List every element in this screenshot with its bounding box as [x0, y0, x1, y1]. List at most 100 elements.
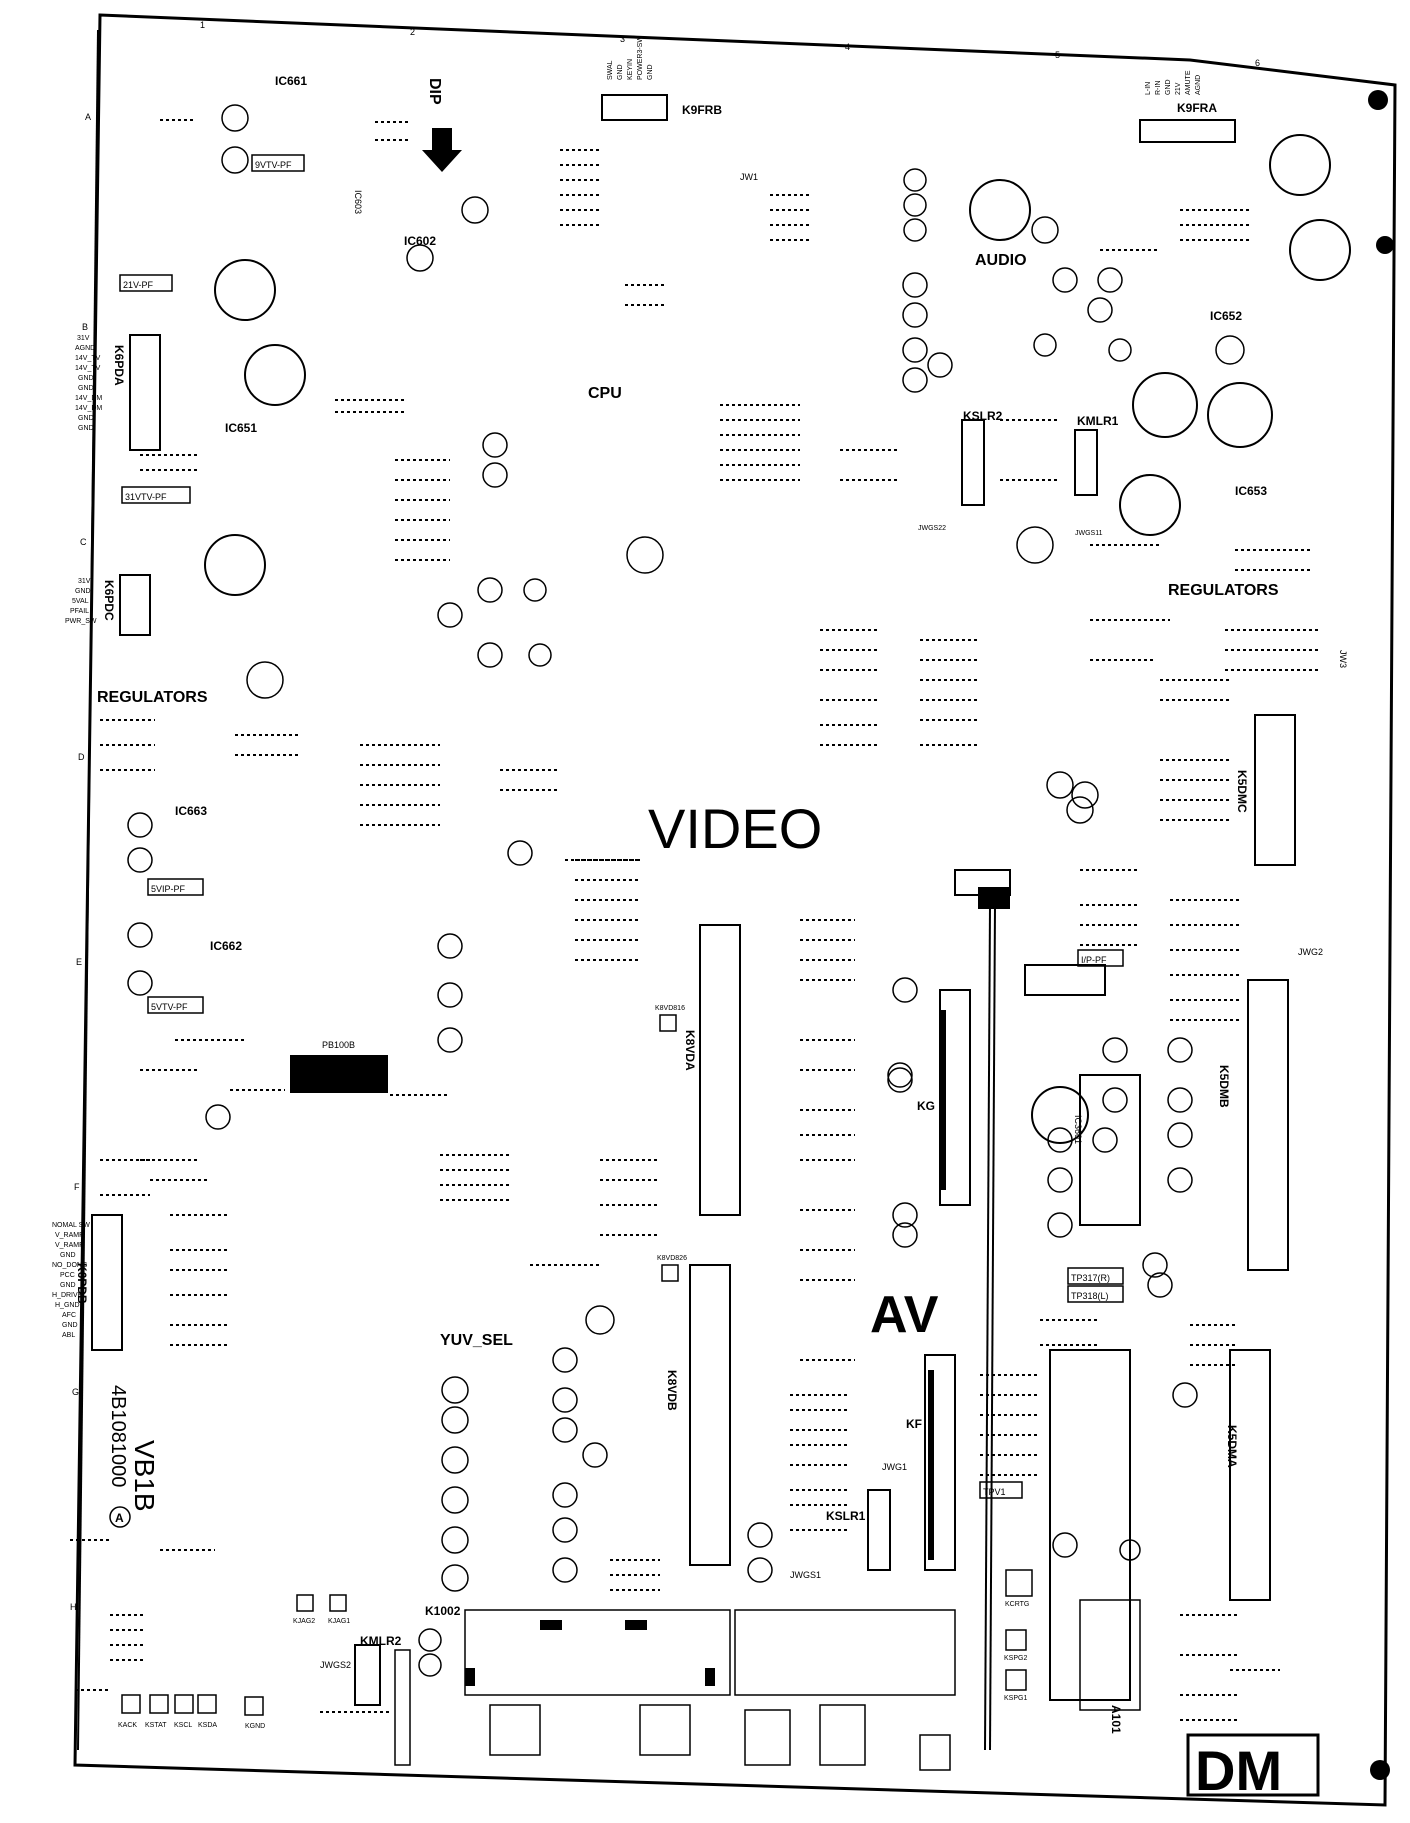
large-capacitors	[204, 134, 1351, 1144]
tp-kscl: KSCL	[174, 1722, 192, 1729]
ic-block-center	[978, 887, 1010, 909]
col-marker-4: 4	[845, 42, 850, 52]
pin-label: 14V_DM	[75, 395, 102, 402]
pin-label: GND	[78, 415, 94, 422]
col-marker-6: 6	[1255, 58, 1260, 68]
region-regulators-right: REGULATORS	[1168, 582, 1279, 599]
tp-kjag2: KJAG2	[293, 1618, 315, 1625]
jumper-jwg1: JWG1	[882, 1462, 907, 1472]
flag-tpv1: TPV1	[983, 1487, 1006, 1497]
conn-a101: A101	[1109, 1705, 1123, 1734]
pin-label: GND	[60, 1252, 76, 1259]
jumper-jw3: JW3	[1338, 650, 1348, 668]
pin-label: SWAL	[607, 60, 614, 80]
pin-label: H_DRIVE	[52, 1292, 83, 1299]
conn-kmlr2: KMLR2	[360, 1634, 402, 1648]
pin-label: AFC	[62, 1312, 76, 1319]
board-outline	[73, 13, 1397, 1807]
tp-kjag1: KJAG1	[328, 1618, 350, 1625]
pin-label: AGND	[75, 345, 95, 352]
flag-21v-pf: 21V-PF	[123, 280, 154, 290]
conn-kmlr1: KMLR1	[1077, 414, 1119, 428]
board-outline-inner	[77, 29, 99, 1751]
dip-arrow	[422, 128, 462, 172]
tp-kspg1: KSPG1	[1004, 1695, 1027, 1702]
tp-k8vd816: K8VD816	[655, 1005, 685, 1012]
av-cable-2	[989, 904, 996, 1751]
tp-k8vd826: K8VD826	[657, 1255, 687, 1262]
grid-markers: 1 2 3 4 5 6 A B C D E F G H	[70, 20, 1260, 1612]
conn-k8vda: K8VDA	[683, 1030, 697, 1071]
ic-603: IC603	[353, 190, 363, 214]
kf-bar	[928, 1370, 934, 1560]
board-rev: A	[115, 1511, 124, 1525]
pin-label: H_GND	[55, 1302, 80, 1309]
pin-label: GND	[62, 1322, 78, 1329]
jumper-jwg2: JWG2	[1298, 947, 1323, 957]
ic-663: IC663	[175, 804, 207, 818]
pin-label: R-IN	[1155, 81, 1162, 95]
ic-651: IC651	[225, 421, 257, 435]
row-marker-e: E	[76, 957, 82, 967]
board-name: VB1B	[129, 1440, 160, 1512]
pin-label: L-IN	[1145, 82, 1152, 95]
col-marker-2: 2	[410, 27, 415, 37]
pin-label: KEYIN	[627, 59, 634, 80]
pin-label: PCC	[60, 1272, 75, 1279]
flag-tp317: TP317(R)	[1071, 1273, 1110, 1283]
region-audio: AUDIO	[975, 252, 1027, 269]
jumper-segments	[70, 119, 1320, 1721]
tp-kcrtg: KCRTG	[1005, 1601, 1029, 1608]
tp-ksda: KSDA	[198, 1722, 217, 1729]
board-title-code: 4B1081000	[107, 1385, 129, 1487]
bottom-jack-housings	[394, 1599, 1141, 1771]
jumper-jwgs1: JWGS1	[790, 1570, 821, 1580]
ic-602: IC602	[404, 234, 436, 248]
k6pdc-pins: 31V GND 5VAL PFAIL PWR_SW	[65, 578, 97, 625]
region-regulators-left: REGULATORS	[97, 689, 208, 706]
ic-652: IC652	[1210, 309, 1242, 323]
connector-outlines	[91, 94, 1296, 1706]
flag-9vtv-pf: 9VTV-PF	[255, 160, 292, 170]
ic-661: IC661	[275, 74, 307, 88]
pin-label: GND	[78, 385, 94, 392]
pin-label: PFAIL	[70, 608, 89, 615]
pin-label: GND	[617, 64, 624, 80]
region-video: VIDEO	[648, 797, 822, 860]
pin-label: 14V_TV	[75, 355, 101, 362]
conn-k8vdb: K8VDB	[665, 1370, 679, 1411]
col-marker-1: 1	[200, 20, 205, 30]
conn-k5dmb: K5DMB	[1217, 1065, 1231, 1108]
conn-k9frb: K9FRB	[682, 103, 722, 117]
pin-label: GND	[647, 64, 654, 80]
region-cpu: CPU	[588, 385, 622, 402]
mounting-holes	[1368, 90, 1394, 1780]
flag-tp318: TP318(L)	[1071, 1291, 1109, 1301]
row-marker-c: C	[80, 537, 87, 547]
row-marker-a: A	[85, 112, 91, 122]
kg-bar	[940, 1010, 946, 1190]
row-marker-f: F	[74, 1182, 80, 1192]
pin-label: ABL	[62, 1332, 75, 1339]
conn-k5dma: K5DMA	[1225, 1425, 1239, 1468]
k9frb-pins: SWAL GND KEYIN POWER3-SW GND	[607, 36, 654, 80]
conn-k6pdb: K6PDB	[75, 1263, 89, 1304]
row-marker-h: H	[70, 1602, 77, 1612]
pin-label: 21V	[1175, 82, 1182, 95]
k9fra-pins: L-IN R-IN GND 21V AMUTE AGND	[1145, 70, 1202, 95]
pin-label: 5VAL	[72, 598, 89, 605]
ic-pb100b	[290, 1055, 388, 1093]
conn-k5dmc: K5DMC	[1235, 770, 1249, 813]
corner-label: DM	[1195, 1739, 1282, 1802]
row-marker-d: D	[78, 752, 85, 762]
region-yuv-sel: YUV_SEL	[440, 1332, 513, 1349]
pin-label: GND	[60, 1282, 76, 1289]
label-pb100b: PB100B	[322, 1040, 355, 1050]
conn-k6pda: K6PDA	[112, 345, 126, 386]
k6pda-pins: 31V AGND 14V_TV 14V_TV GND GND 14V_DM 14…	[75, 335, 102, 432]
ic-3601: IC3601	[1073, 1115, 1083, 1144]
conn-kf: KF	[906, 1417, 922, 1431]
conn-k1002: K1002	[425, 1604, 461, 1618]
jumper-jwgs22: JWGS22	[918, 525, 946, 532]
